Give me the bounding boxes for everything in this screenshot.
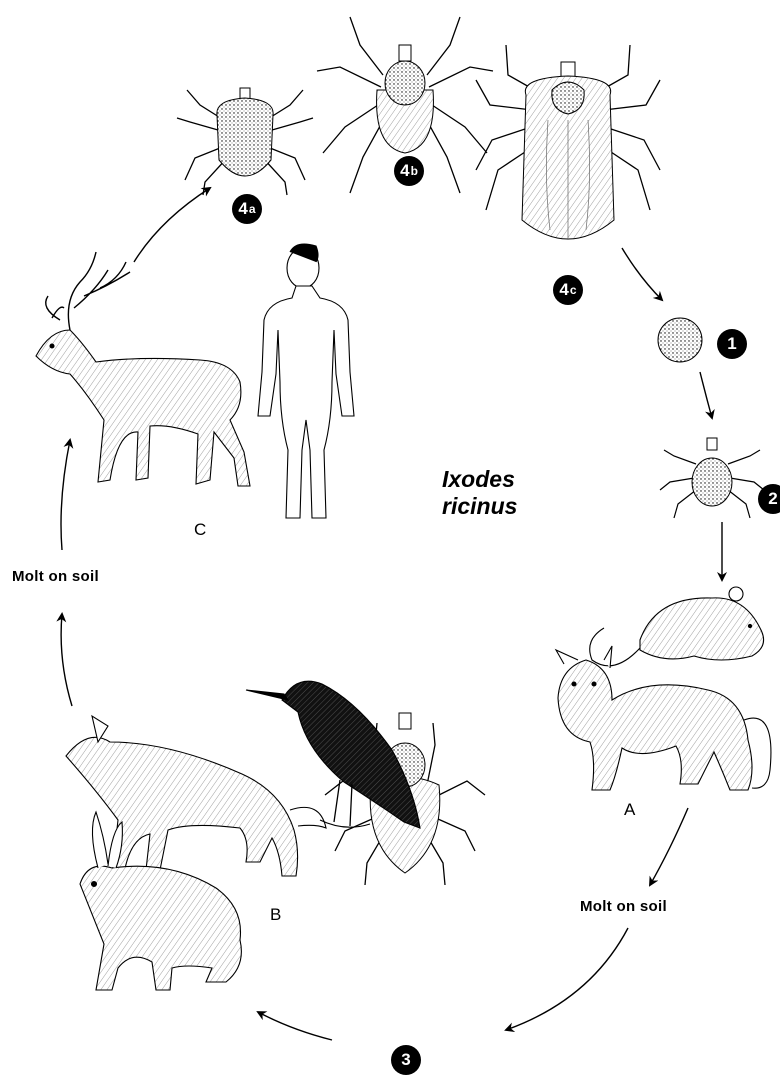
host-human	[258, 244, 354, 518]
species-title-line1: Ixodes	[442, 466, 517, 493]
host-mouse	[590, 587, 764, 666]
arrow-hostB-to-molt	[61, 614, 72, 706]
host-group-label-a: A	[624, 800, 635, 820]
stage-badge-4b-sub: b	[411, 164, 418, 178]
arrow-hostC-to-4a	[134, 188, 210, 262]
stage-badge-4a-sub: a	[249, 202, 256, 216]
arrow-4c-to-egg	[622, 248, 662, 300]
tick-4a-adult	[177, 88, 313, 195]
stage-badge-1: 1	[717, 329, 747, 359]
arrow-egg-to-larva	[700, 372, 712, 418]
arrow-molt-to-hostC	[61, 440, 70, 550]
molt-on-soil-left: Molt on soil	[12, 568, 99, 585]
stage-badge-3-label: 3	[401, 1050, 410, 1070]
stage-badge-2: 2	[758, 484, 780, 514]
host-group-label-b: B	[270, 905, 281, 925]
stage-badge-4a-num: 4	[238, 199, 247, 219]
egg	[658, 318, 702, 362]
tick-2-larva	[660, 438, 764, 518]
species-title-line2: ricinus	[442, 493, 517, 520]
arrow-molt-to-nymph	[506, 928, 628, 1030]
molt-on-soil-right: Molt on soil	[580, 898, 667, 915]
stage-badge-3: 3	[391, 1045, 421, 1075]
stage-badge-2-label: 2	[768, 489, 777, 509]
stage-badge-4c-sub: c	[570, 283, 577, 297]
species-title: Ixodes ricinus	[442, 466, 517, 520]
host-group-label-c: C	[194, 520, 206, 540]
arrow-nymph-to-hostB	[258, 1012, 332, 1040]
stage-badge-4c-num: 4	[559, 280, 568, 300]
arrow-hostA-to-molt	[650, 808, 688, 885]
stage-badge-4b-num: 4	[400, 161, 409, 181]
tick-4c-engorged	[476, 45, 660, 240]
host-cat	[556, 646, 771, 790]
stage-badge-1-label: 1	[727, 334, 736, 354]
